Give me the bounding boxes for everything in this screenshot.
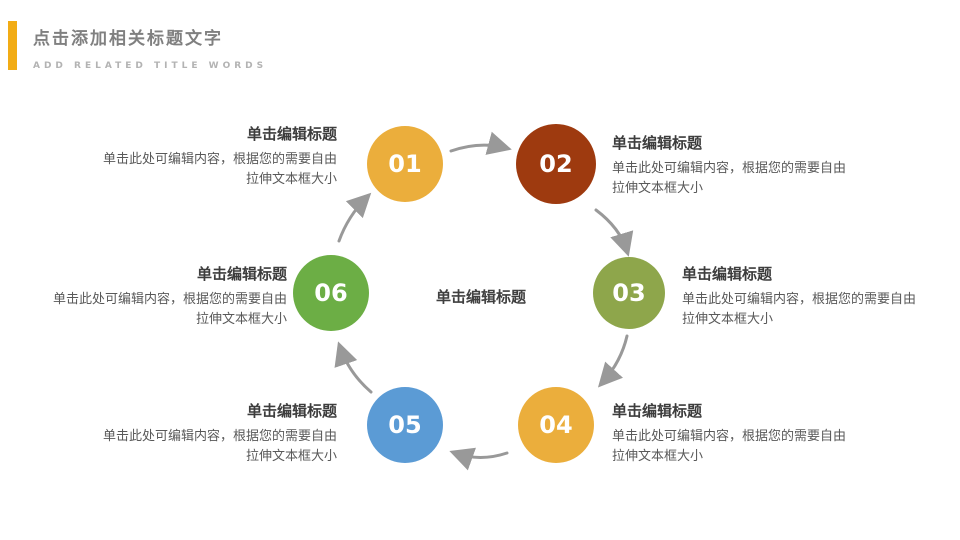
arrow-05-06 — [334, 341, 373, 394]
step-circle-03[interactable]: 03 — [593, 257, 665, 329]
step-text-06[interactable]: 单击编辑标题 单击此处可编辑内容，根据您的需要自由拉伸文本框大小 — [47, 263, 287, 330]
page-subtitle: ADD RELATED TITLE WORDS — [33, 61, 268, 71]
step-title-01: 单击编辑标题 — [246, 125, 337, 143]
arrow-02-03 — [594, 208, 634, 257]
step-number-04: 04 — [539, 411, 573, 439]
step-title-05: 单击编辑标题 — [246, 402, 337, 420]
step-title-03: 单击编辑标题 — [682, 265, 773, 283]
center-label[interactable]: 单击编辑标题 — [435, 288, 526, 306]
step-text-04[interactable]: 单击编辑标题 单击此处可编辑内容，根据您的需要自由拉伸文本框大小 — [612, 400, 852, 467]
step-text-01[interactable]: 单击编辑标题 单击此处可编辑内容，根据您的需要自由拉伸文本框大小 — [97, 123, 337, 190]
step-body-03: 单击此处可编辑内容，根据您的需要自由拉伸文本框大小 — [682, 292, 917, 328]
step-text-03[interactable]: 单击编辑标题 单击此处可编辑内容，根据您的需要自由拉伸文本框大小 — [682, 263, 922, 330]
step-title-04: 单击编辑标题 — [612, 402, 703, 420]
step-number-05: 05 — [388, 411, 422, 439]
step-circle-04[interactable]: 04 — [518, 387, 594, 463]
step-circle-02[interactable]: 02 — [516, 124, 596, 204]
step-title-06: 单击编辑标题 — [196, 265, 287, 283]
page-title[interactable]: 点击添加相关标题文字 — [33, 29, 223, 49]
step-circle-05[interactable]: 05 — [367, 387, 443, 463]
step-circle-01[interactable]: 01 — [367, 126, 443, 202]
step-number-01: 01 — [388, 150, 422, 178]
arrow-04-05 — [449, 447, 509, 471]
step-body-06: 单击此处可编辑内容，根据您的需要自由拉伸文本框大小 — [52, 292, 287, 328]
step-body-05: 单击此处可编辑内容，根据您的需要自由拉伸文本框大小 — [102, 429, 337, 465]
step-body-01: 单击此处可编辑内容，根据您的需要自由拉伸文本框大小 — [102, 152, 337, 188]
step-number-02: 02 — [539, 150, 573, 178]
step-title-02: 单击编辑标题 — [612, 134, 703, 152]
step-body-02: 单击此处可编辑内容，根据您的需要自由拉伸文本框大小 — [612, 161, 847, 197]
step-number-06: 06 — [314, 279, 348, 307]
arrow-01-02 — [449, 131, 512, 155]
slide-header: 点击添加相关标题文字 ADD RELATED TITLE WORDS — [33, 24, 267, 71]
step-number-03: 03 — [612, 279, 646, 307]
arrow-03-04 — [597, 334, 629, 388]
title-accent-bar — [8, 21, 17, 70]
step-circle-06[interactable]: 06 — [293, 255, 369, 331]
arrow-06-01 — [337, 192, 372, 243]
step-text-02[interactable]: 单击编辑标题 单击此处可编辑内容，根据您的需要自由拉伸文本框大小 — [612, 132, 852, 199]
step-body-04: 单击此处可编辑内容，根据您的需要自由拉伸文本框大小 — [612, 429, 847, 465]
step-text-05[interactable]: 单击编辑标题 单击此处可编辑内容，根据您的需要自由拉伸文本框大小 — [97, 400, 337, 467]
